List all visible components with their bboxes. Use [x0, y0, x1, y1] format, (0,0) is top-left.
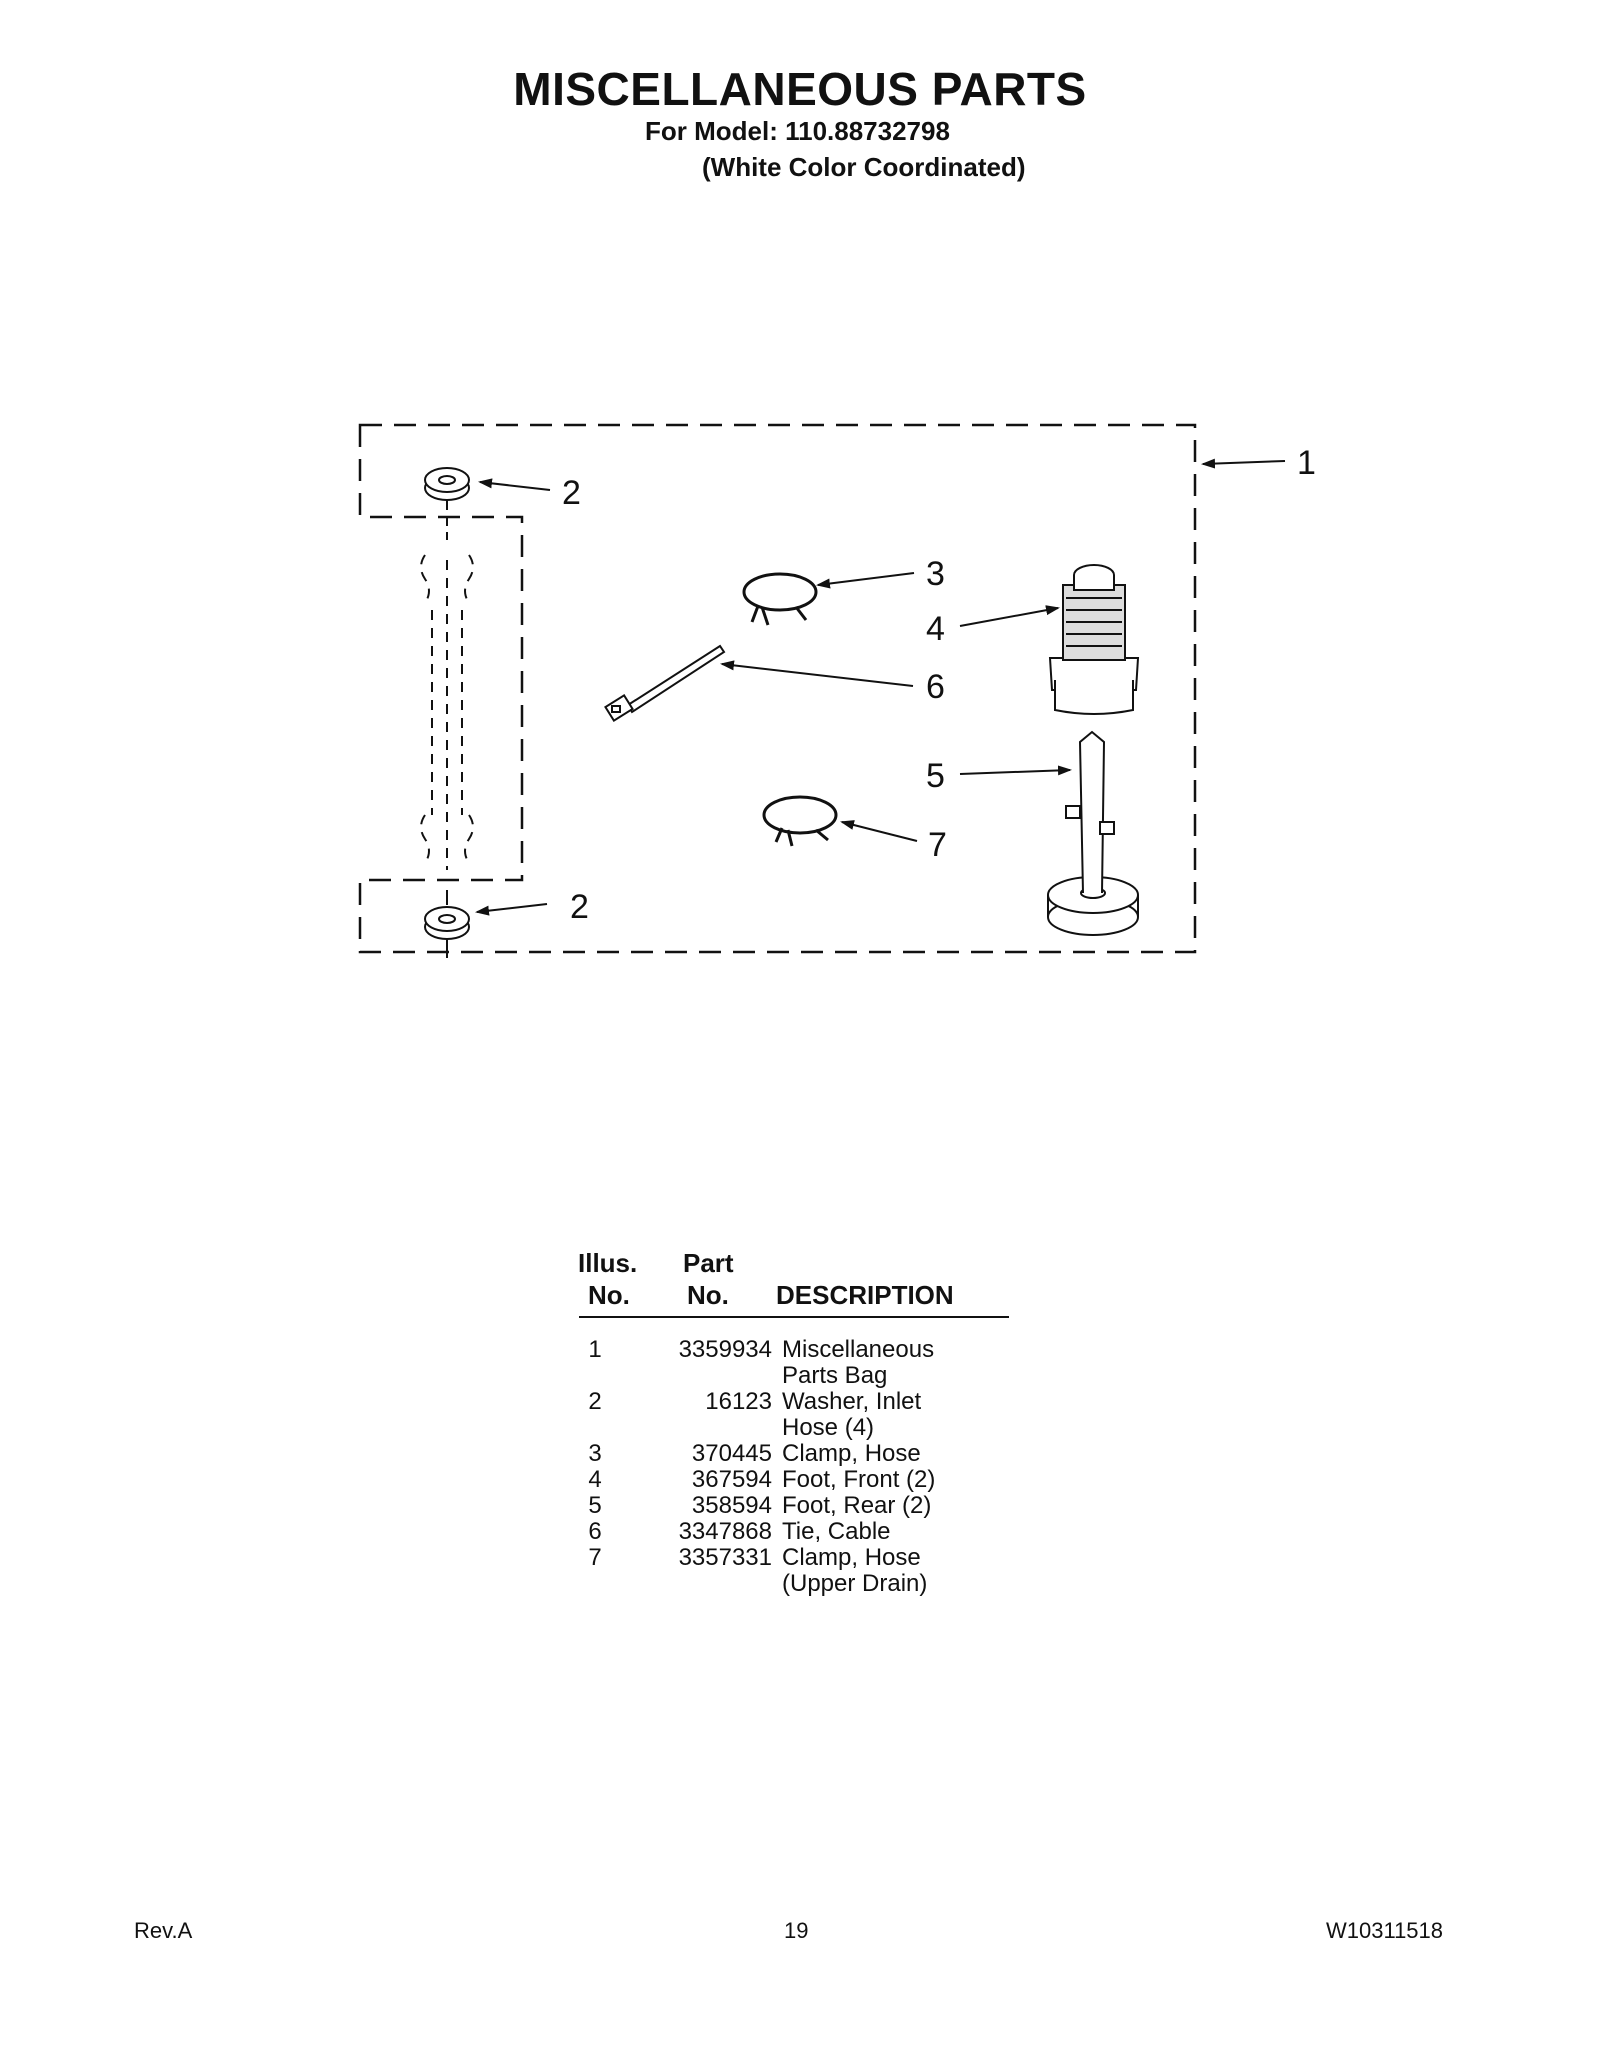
callout-3: 3 — [926, 555, 945, 593]
callout-6: 6 — [926, 668, 945, 706]
model-number: For Model: 110.88732798 — [645, 116, 950, 146]
part-no: 370445 — [691, 1440, 772, 1467]
callout-5: 5 — [926, 757, 945, 795]
table-row: 5 358594 Foot, Rear (2) — [560, 1492, 1060, 1519]
inlet-hose — [420, 554, 474, 870]
part-no: 16123 — [705, 1388, 772, 1415]
table-row: 2 16123 Washer, Inlet — [560, 1388, 1060, 1415]
table-row: 3 370445 Clamp, Hose — [560, 1440, 1060, 1467]
description: Foot, Rear (2) — [782, 1492, 932, 1519]
document-number: W10311518 — [1326, 1918, 1444, 1943]
part-no: 3347868 — [678, 1518, 772, 1545]
clamp-hose-7 — [762, 795, 838, 847]
description: Clamp, Hose — [782, 1440, 921, 1467]
illus-no: 4 — [588, 1466, 602, 1493]
revision: Rev.A — [134, 1918, 193, 1943]
parts-diagram: 1 2 3 4 5 6 7 2 — [358, 423, 1316, 958]
header-part: Part — [683, 1248, 734, 1278]
callout-4: 4 — [926, 610, 945, 648]
page-title: MISCELLANEOUS PARTS — [513, 63, 1087, 115]
illus-no: 7 — [588, 1544, 602, 1571]
header-illus: Illus. — [578, 1248, 638, 1278]
part-no: 358594 — [691, 1492, 772, 1519]
header-illus-no: No. — [588, 1280, 630, 1310]
description: Washer, Inlet — [782, 1388, 922, 1415]
foot-rear — [1047, 730, 1139, 936]
table-row: 1 3359934 Miscellaneous — [560, 1336, 1060, 1363]
washer-bottom — [424, 890, 470, 958]
table-row: 7 3357331 Clamp, Hose — [560, 1544, 1060, 1571]
header-description: DESCRIPTION — [776, 1280, 954, 1310]
illus-no: 2 — [588, 1388, 602, 1415]
cable-tie — [604, 644, 726, 722]
table-row: 6 3347868 Tie, Cable — [560, 1518, 1060, 1545]
foot-front — [1048, 564, 1140, 715]
description-cont: Parts Bag — [782, 1362, 888, 1389]
callout-2-top: 2 — [562, 474, 581, 512]
callout-1: 1 — [1297, 444, 1316, 482]
description-cont: Hose (4) — [782, 1414, 875, 1441]
header-part-no: No. — [687, 1280, 729, 1310]
description-cont: (Upper Drain) — [782, 1570, 928, 1597]
illus-no: 5 — [588, 1492, 602, 1519]
illus-no: 1 — [588, 1336, 602, 1363]
description: Clamp, Hose — [782, 1544, 921, 1571]
washer-top — [424, 467, 470, 540]
illus-no: 3 — [588, 1440, 602, 1467]
page-number: 19 — [784, 1918, 809, 1943]
callout-2-bottom: 2 — [570, 888, 589, 926]
part-no: 367594 — [691, 1466, 772, 1493]
part-no: 3357331 — [678, 1544, 772, 1571]
description: Miscellaneous — [782, 1336, 935, 1363]
color-note: (White Color Coordinated) — [702, 152, 1026, 182]
illus-no: 6 — [588, 1518, 602, 1545]
table-row: 4 367594 Foot, Front (2) — [560, 1466, 1060, 1493]
description: Foot, Front (2) — [782, 1466, 936, 1493]
parts-bag-outline — [358, 423, 1197, 954]
description: Tie, Cable — [782, 1518, 891, 1545]
callout-7: 7 — [928, 826, 947, 864]
clamp-hose-3 — [742, 572, 818, 626]
part-no: 3359934 — [678, 1336, 772, 1363]
table-header-rule — [579, 1316, 1009, 1318]
